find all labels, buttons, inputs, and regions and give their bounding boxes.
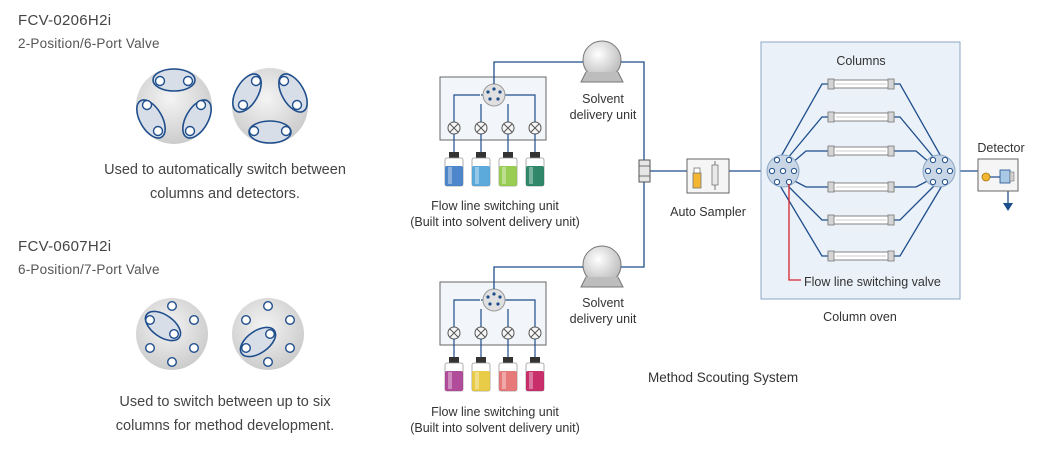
two-position-valve-b-icon — [232, 68, 308, 144]
solvent-bottle — [471, 357, 491, 392]
mixer-icon — [638, 159, 651, 183]
valve2-desc-line1: Used to switch between up to six — [119, 394, 331, 410]
valve1-subtitle: 2-Position/6-Port Valve — [18, 36, 160, 51]
valve-pointer-line — [788, 184, 801, 281]
column-tube — [827, 214, 895, 226]
detector-label: Detector — [977, 141, 1025, 155]
switching-valve-label: Flow line switching valve — [804, 275, 941, 289]
six-position-valve-b-icon — [232, 298, 304, 370]
solvent-bottle — [444, 357, 464, 392]
solvent-bottle — [471, 152, 491, 187]
lower-switch-label-line1: Flow line switching unit — [431, 405, 559, 419]
upper-pump-label: Solvent delivery unit — [556, 91, 650, 123]
lower-pump-label-line1: Solvent — [582, 296, 624, 310]
column-tube — [827, 111, 895, 123]
upper-solvent-bottles — [444, 152, 545, 187]
column-oven-label: Column oven — [823, 310, 897, 324]
valve1-title: FCV-0206H2i — [18, 12, 112, 29]
solvent-bottle — [525, 152, 545, 187]
upper-pump-label-line1: Solvent — [582, 92, 624, 106]
system-caption: Method Scouting System — [648, 370, 799, 385]
upper-switch-label: Flow line switching unit (Built into sol… — [394, 198, 596, 230]
lower-pump-icon — [580, 245, 624, 288]
valve2-description: Used to switch between up to six columns… — [60, 390, 390, 438]
valve2-desc-line2: columns for method development. — [115, 418, 335, 434]
detector-icon — [977, 158, 1019, 192]
inlet-switching-valve-icon — [766, 154, 800, 188]
upper-switch-label-line2: (Built into solvent delivery unit) — [410, 215, 580, 229]
upper-pump-label-line2: delivery unit — [569, 108, 637, 122]
lower-pump-label: Solvent delivery unit — [556, 295, 650, 327]
solvent-bottle — [444, 152, 464, 187]
valve1-desc-line1: Used to automatically switch between — [104, 162, 346, 178]
valve2-subtitle: 6-Position/7-Port Valve — [18, 262, 160, 277]
solvent-bottle — [525, 357, 545, 392]
lower-flow-switching-unit — [439, 281, 547, 357]
lower-solvent-bottles — [444, 357, 545, 392]
two-position-valve-a-icon — [136, 68, 212, 144]
column-tubes — [827, 78, 895, 262]
column-tube — [827, 250, 895, 262]
valve2-title: FCV-0607H2i — [18, 238, 112, 255]
lower-pump-label-line2: delivery unit — [569, 312, 637, 326]
valve1-description: Used to automatically switch between col… — [60, 158, 390, 206]
upper-switch-label-line1: Flow line switching unit — [431, 199, 559, 213]
column-tube — [827, 145, 895, 157]
lower-switch-label-line2: (Built into solvent delivery unit) — [410, 421, 580, 435]
solvent-bottle — [498, 152, 518, 187]
column-tube — [827, 78, 895, 90]
auto-sampler-icon — [686, 158, 730, 194]
solvent-bottle — [498, 357, 518, 392]
six-position-valve-a-icon — [136, 298, 208, 370]
detector-outlet-arrow-icon — [1003, 203, 1013, 211]
upper-flow-switching-unit — [439, 76, 547, 152]
upper-pump-icon — [580, 40, 624, 83]
column-tube — [827, 181, 895, 193]
outlet-switching-valve-icon — [922, 154, 956, 188]
auto-sampler-label: Auto Sampler — [670, 205, 746, 219]
columns-label: Columns — [836, 54, 886, 68]
valve1-desc-line2: columns and detectors. — [150, 186, 300, 202]
lower-switch-label: Flow line switching unit (Built into sol… — [394, 404, 596, 436]
